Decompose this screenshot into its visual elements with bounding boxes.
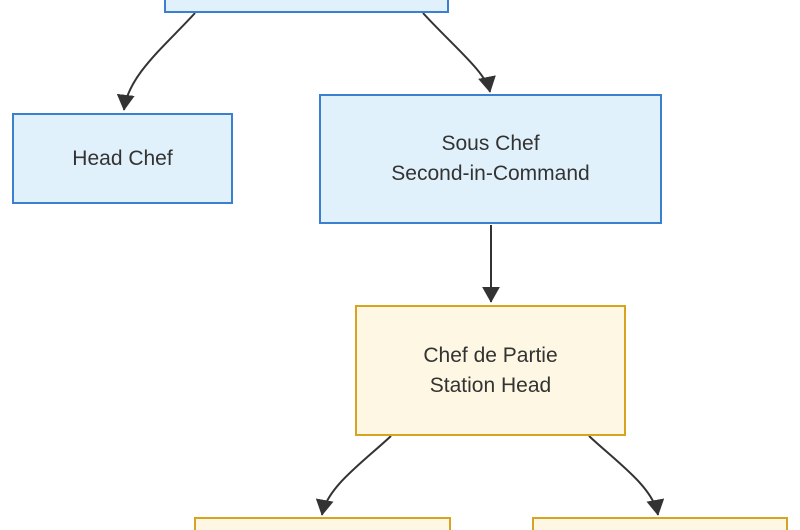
edge-top-to-head-chef — [116, 12, 196, 111]
edge-chef-de-partie-to-bottom-right — [588, 435, 665, 516]
edge-chef-de-partie-to-bottom-left — [315, 435, 392, 516]
node-bottom-left-partial — [194, 517, 451, 530]
edge-top-to-sous-chef — [422, 12, 496, 93]
node-chef-de-partie: Chef de Partie Station Head — [355, 305, 626, 436]
node-bottom-right-partial — [532, 517, 788, 530]
node-sous-chef-label-line2: Second-in-Command — [391, 162, 590, 185]
node-chef-de-partie-label-line2: Station Head — [429, 373, 552, 397]
node-sous-chef: Sous Chef Second-in-Command — [319, 94, 662, 224]
node-chef-de-partie-label-line1: Chef de Partie — [423, 343, 558, 367]
node-sous-chef-label-line1: Sous Chef — [441, 132, 540, 155]
node-head-chef-label: Head Chef — [72, 146, 173, 170]
node-top-partial — [164, 0, 449, 13]
node-head-chef: Head Chef — [12, 113, 233, 204]
